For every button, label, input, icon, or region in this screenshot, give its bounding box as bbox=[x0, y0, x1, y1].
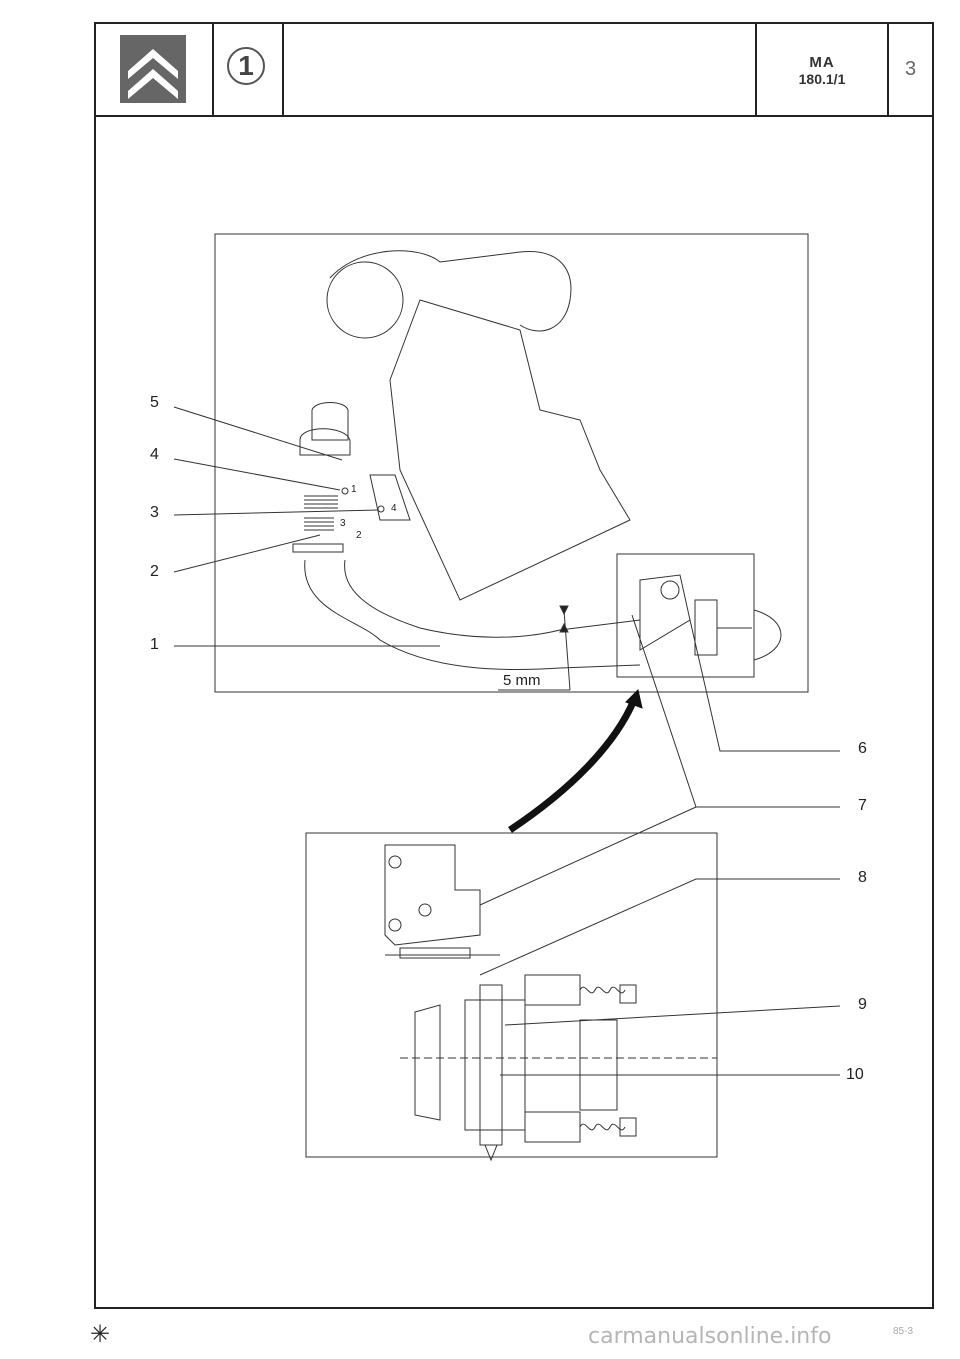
inner-label-3: 3 bbox=[340, 518, 346, 529]
pipe-stub bbox=[311, 402, 349, 441]
page-number-cell: 3 bbox=[889, 22, 932, 115]
flange-plate bbox=[292, 543, 344, 553]
page-border bbox=[94, 22, 934, 1309]
mount-bracket bbox=[639, 574, 691, 651]
outlet-pipe bbox=[579, 1019, 618, 1111]
callout-1: 1 bbox=[150, 636, 159, 653]
sleeve-body bbox=[464, 999, 526, 1131]
inner-label-4: 4 bbox=[391, 503, 397, 514]
dimension-label: 5 mm bbox=[503, 672, 541, 689]
bottom-figure-frame bbox=[305, 832, 718, 1158]
leader-7 bbox=[631, 614, 840, 808]
reference-number: 180.1/1 bbox=[798, 71, 846, 87]
pipe-lower-outer bbox=[304, 559, 641, 671]
detail-arrow bbox=[508, 698, 638, 833]
page-code: 85-3 bbox=[893, 1326, 914, 1337]
leader-5 bbox=[173, 406, 343, 461]
reference-cell: MA 180.1/1 bbox=[757, 22, 889, 115]
leader-6 bbox=[689, 619, 840, 752]
section-cell: 1 bbox=[214, 22, 284, 115]
mount-hole bbox=[660, 580, 680, 600]
pipe-bend bbox=[326, 261, 404, 339]
leader-8 bbox=[479, 878, 840, 976]
section-number: 1 bbox=[227, 47, 265, 85]
bolt-shank bbox=[479, 984, 503, 1146]
detail-bracket bbox=[384, 844, 481, 946]
top-figure-frame bbox=[214, 233, 809, 693]
callout-10: 10 bbox=[846, 1066, 864, 1083]
callout-2: 2 bbox=[150, 563, 159, 580]
callout-9: 9 bbox=[858, 996, 867, 1013]
leader-2 bbox=[173, 534, 321, 573]
detail-box bbox=[616, 553, 755, 678]
leader-7b bbox=[479, 806, 697, 906]
callout-4: 4 bbox=[150, 446, 159, 463]
pipe-upper bbox=[329, 250, 572, 332]
logo-cell bbox=[94, 22, 214, 115]
leader-9 bbox=[504, 1005, 841, 1026]
spring-lower bbox=[304, 517, 334, 531]
watermark: carmanualsonline.info bbox=[588, 1324, 832, 1349]
pipe-flange bbox=[414, 1004, 441, 1121]
inner-label-2: 2 bbox=[356, 530, 362, 541]
chevron-logo-icon bbox=[120, 35, 186, 103]
page-number: 3 bbox=[904, 58, 917, 80]
reference-code: MA bbox=[809, 54, 835, 71]
bolt-tip bbox=[484, 1144, 498, 1162]
spring-upper bbox=[304, 495, 338, 509]
citroen-logo bbox=[120, 35, 186, 103]
callout-3: 3 bbox=[150, 504, 159, 521]
pipe-end bbox=[753, 609, 782, 661]
leader-3 bbox=[173, 509, 379, 516]
callout-8: 8 bbox=[858, 869, 867, 886]
callout-6: 6 bbox=[858, 740, 867, 757]
silencer-body bbox=[389, 299, 631, 601]
asterisk-symbol: ✳ bbox=[90, 1321, 111, 1348]
callout-7: 7 bbox=[858, 797, 867, 814]
bracket bbox=[369, 474, 411, 521]
header-bar: 1 MA 180.1/1 3 bbox=[94, 22, 934, 117]
inner-label-1: 1 bbox=[351, 484, 357, 495]
callout-5: 5 bbox=[150, 394, 159, 411]
flange-top bbox=[299, 428, 351, 456]
clamp-plate bbox=[694, 599, 718, 656]
pipe-lower-inner bbox=[344, 559, 641, 638]
title-cell bbox=[284, 22, 757, 115]
leader-4 bbox=[173, 458, 341, 491]
